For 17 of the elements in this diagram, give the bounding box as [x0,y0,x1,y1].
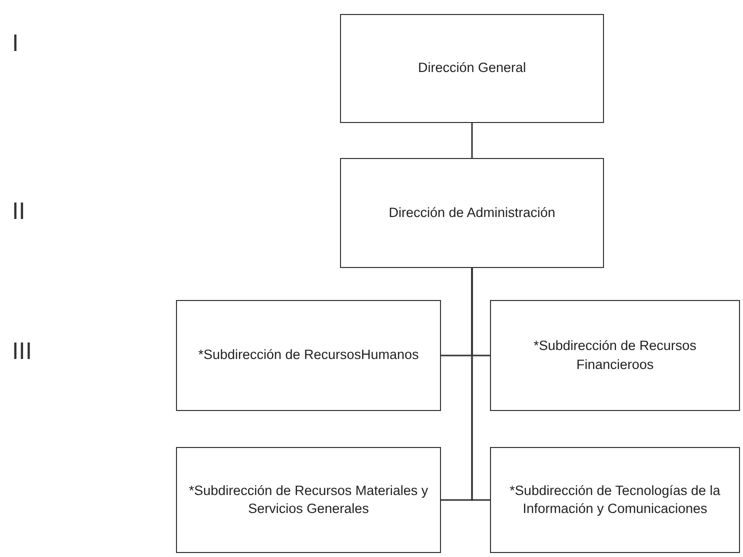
unit-name: *Subdirección de RecursosHumanos [198,346,419,364]
level-numeral: III [12,338,32,366]
level-numeral: I [12,30,19,58]
unit-name: Dirección de Administración [388,204,556,222]
unit-name: *Subdirección de Recursos Financieroos [532,337,698,374]
org-box [176,300,441,411]
unit-name: *Subdirección de Recursos Materiales y Servicios Generales [188,482,430,518]
unit-name: *Subdirección de Tecnologías de la Información y Comunicaciones [508,482,722,518]
level-numeral: II [12,198,26,226]
org-box [490,447,740,553]
org-box [490,300,740,411]
org-box [340,14,604,123]
unit-name: Dirección General [418,59,526,78]
connector-line [471,123,473,158]
org-box [176,447,441,553]
org-box [340,158,604,268]
connector-line [471,268,490,501]
